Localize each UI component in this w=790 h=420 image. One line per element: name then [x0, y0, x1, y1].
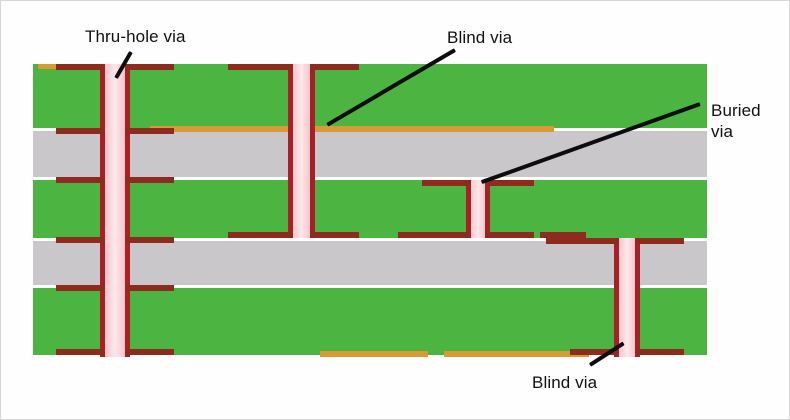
- via-wall-thru-hole-via-right: [125, 64, 130, 357]
- copper-trace-inner-trace-layer1: [150, 126, 388, 132]
- via-pad-blind-via-top-1-right: [310, 232, 359, 238]
- copper-land-land-bot-a: [546, 238, 590, 244]
- via-wall-buried-via-right: [485, 180, 490, 238]
- via-pad-blind-via-top-0-right: [310, 64, 359, 70]
- via-pad-thru-hole-via-4-left: [56, 285, 105, 291]
- via-pad-blind-via-bottom-1-left: [570, 349, 619, 355]
- via-pad-thru-hole-via-1-right: [125, 128, 174, 134]
- copper-land-land-l3-b: [540, 232, 586, 238]
- copper-trace-top-surface-trace-left: [38, 64, 72, 69]
- label-buried-via: Buried via: [711, 101, 761, 141]
- copper-land-land-l2-mid: [228, 232, 274, 238]
- label-blind-via-top: Blind via: [447, 28, 513, 47]
- via-pad-thru-hole-via-5-left: [56, 349, 105, 355]
- stackup-layer-core-layer-3: [33, 288, 707, 355]
- via-pad-thru-hole-via-5-right: [125, 349, 174, 355]
- label-thru-hole-via: Thru-hole via: [85, 27, 186, 46]
- stackup-layer-core-layer-2: [33, 180, 707, 238]
- via-pad-buried-via-0-right: [485, 180, 534, 186]
- via-wall-thru-hole-via-left: [100, 64, 105, 357]
- via-pad-blind-via-bottom-0-right: [635, 238, 684, 244]
- via-wall-blind-via-bottom-left: [614, 238, 619, 357]
- via-wall-blind-via-bottom-right: [635, 238, 640, 357]
- via-pad-blind-via-bottom-1-right: [635, 349, 684, 355]
- via-pad-buried-via-1-left: [422, 232, 471, 238]
- via-pad-thru-hole-via-4-right: [125, 285, 174, 291]
- via-pad-buried-via-0-left: [422, 180, 471, 186]
- label-blind-via-bottom: Blind via: [532, 373, 598, 392]
- via-pad-buried-via-1-right: [485, 232, 534, 238]
- via-pad-blind-via-bottom-0-left: [570, 238, 619, 244]
- via-wall-blind-via-top-left: [288, 64, 293, 238]
- copper-land-land-l3-a: [398, 232, 444, 238]
- via-pad-thru-hole-via-0-right: [125, 64, 174, 70]
- via-wall-buried-via-left: [466, 180, 471, 238]
- via-pad-thru-hole-via-1-left: [56, 128, 105, 134]
- via-pad-thru-hole-via-2-left: [56, 177, 105, 183]
- stackup-layer-prepreg-2: [33, 241, 707, 285]
- copper-trace-inner-trace-layer1-right: [332, 126, 554, 132]
- via-pad-thru-hole-via-3-right: [125, 237, 174, 243]
- copper-land-land-l2-left: [228, 64, 274, 70]
- via-pad-thru-hole-via-0-left: [56, 64, 105, 70]
- via-wall-blind-via-top-right: [310, 64, 315, 238]
- copper-trace-bottom-trace-right: [444, 351, 589, 357]
- via-pad-thru-hole-via-3-left: [56, 237, 105, 243]
- copper-trace-bottom-trace-mid: [320, 351, 428, 357]
- via-pad-thru-hole-via-2-right: [125, 177, 174, 183]
